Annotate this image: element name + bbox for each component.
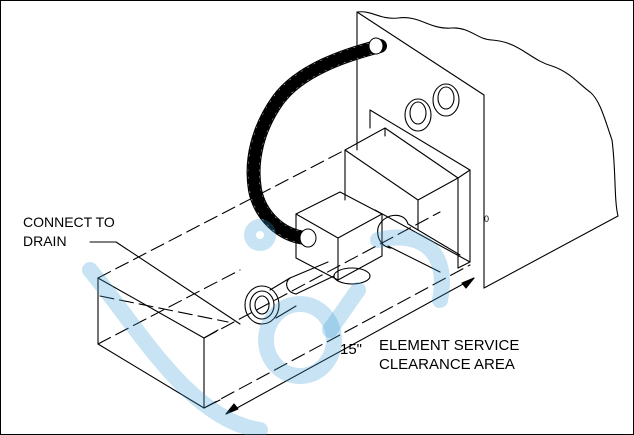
clearance-label-line1: ELEMENT SERVICE — [379, 337, 520, 354]
drain-label-line1: CONNECT TO — [23, 214, 115, 230]
dimension-label: 15" — [340, 341, 363, 358]
clearance-outline — [97, 149, 471, 409]
element-housing — [344, 127, 459, 231]
clearance-label-line2: CLEARANCE AREA — [379, 356, 515, 373]
drain-label-line2: DRAIN — [23, 233, 67, 249]
flexible-conduit — [246, 37, 387, 248]
wall-holes — [404, 83, 460, 132]
drain-leader — [89, 241, 241, 325]
element-tube — [377, 214, 461, 273]
clearance-box — [97, 277, 221, 409]
drain-fitting — [244, 261, 335, 325]
mounting-flange — [369, 109, 471, 269]
dimension-line — [225, 277, 475, 415]
panel-mark-label: 0 — [484, 214, 490, 224]
wall-panel — [356, 11, 619, 289]
